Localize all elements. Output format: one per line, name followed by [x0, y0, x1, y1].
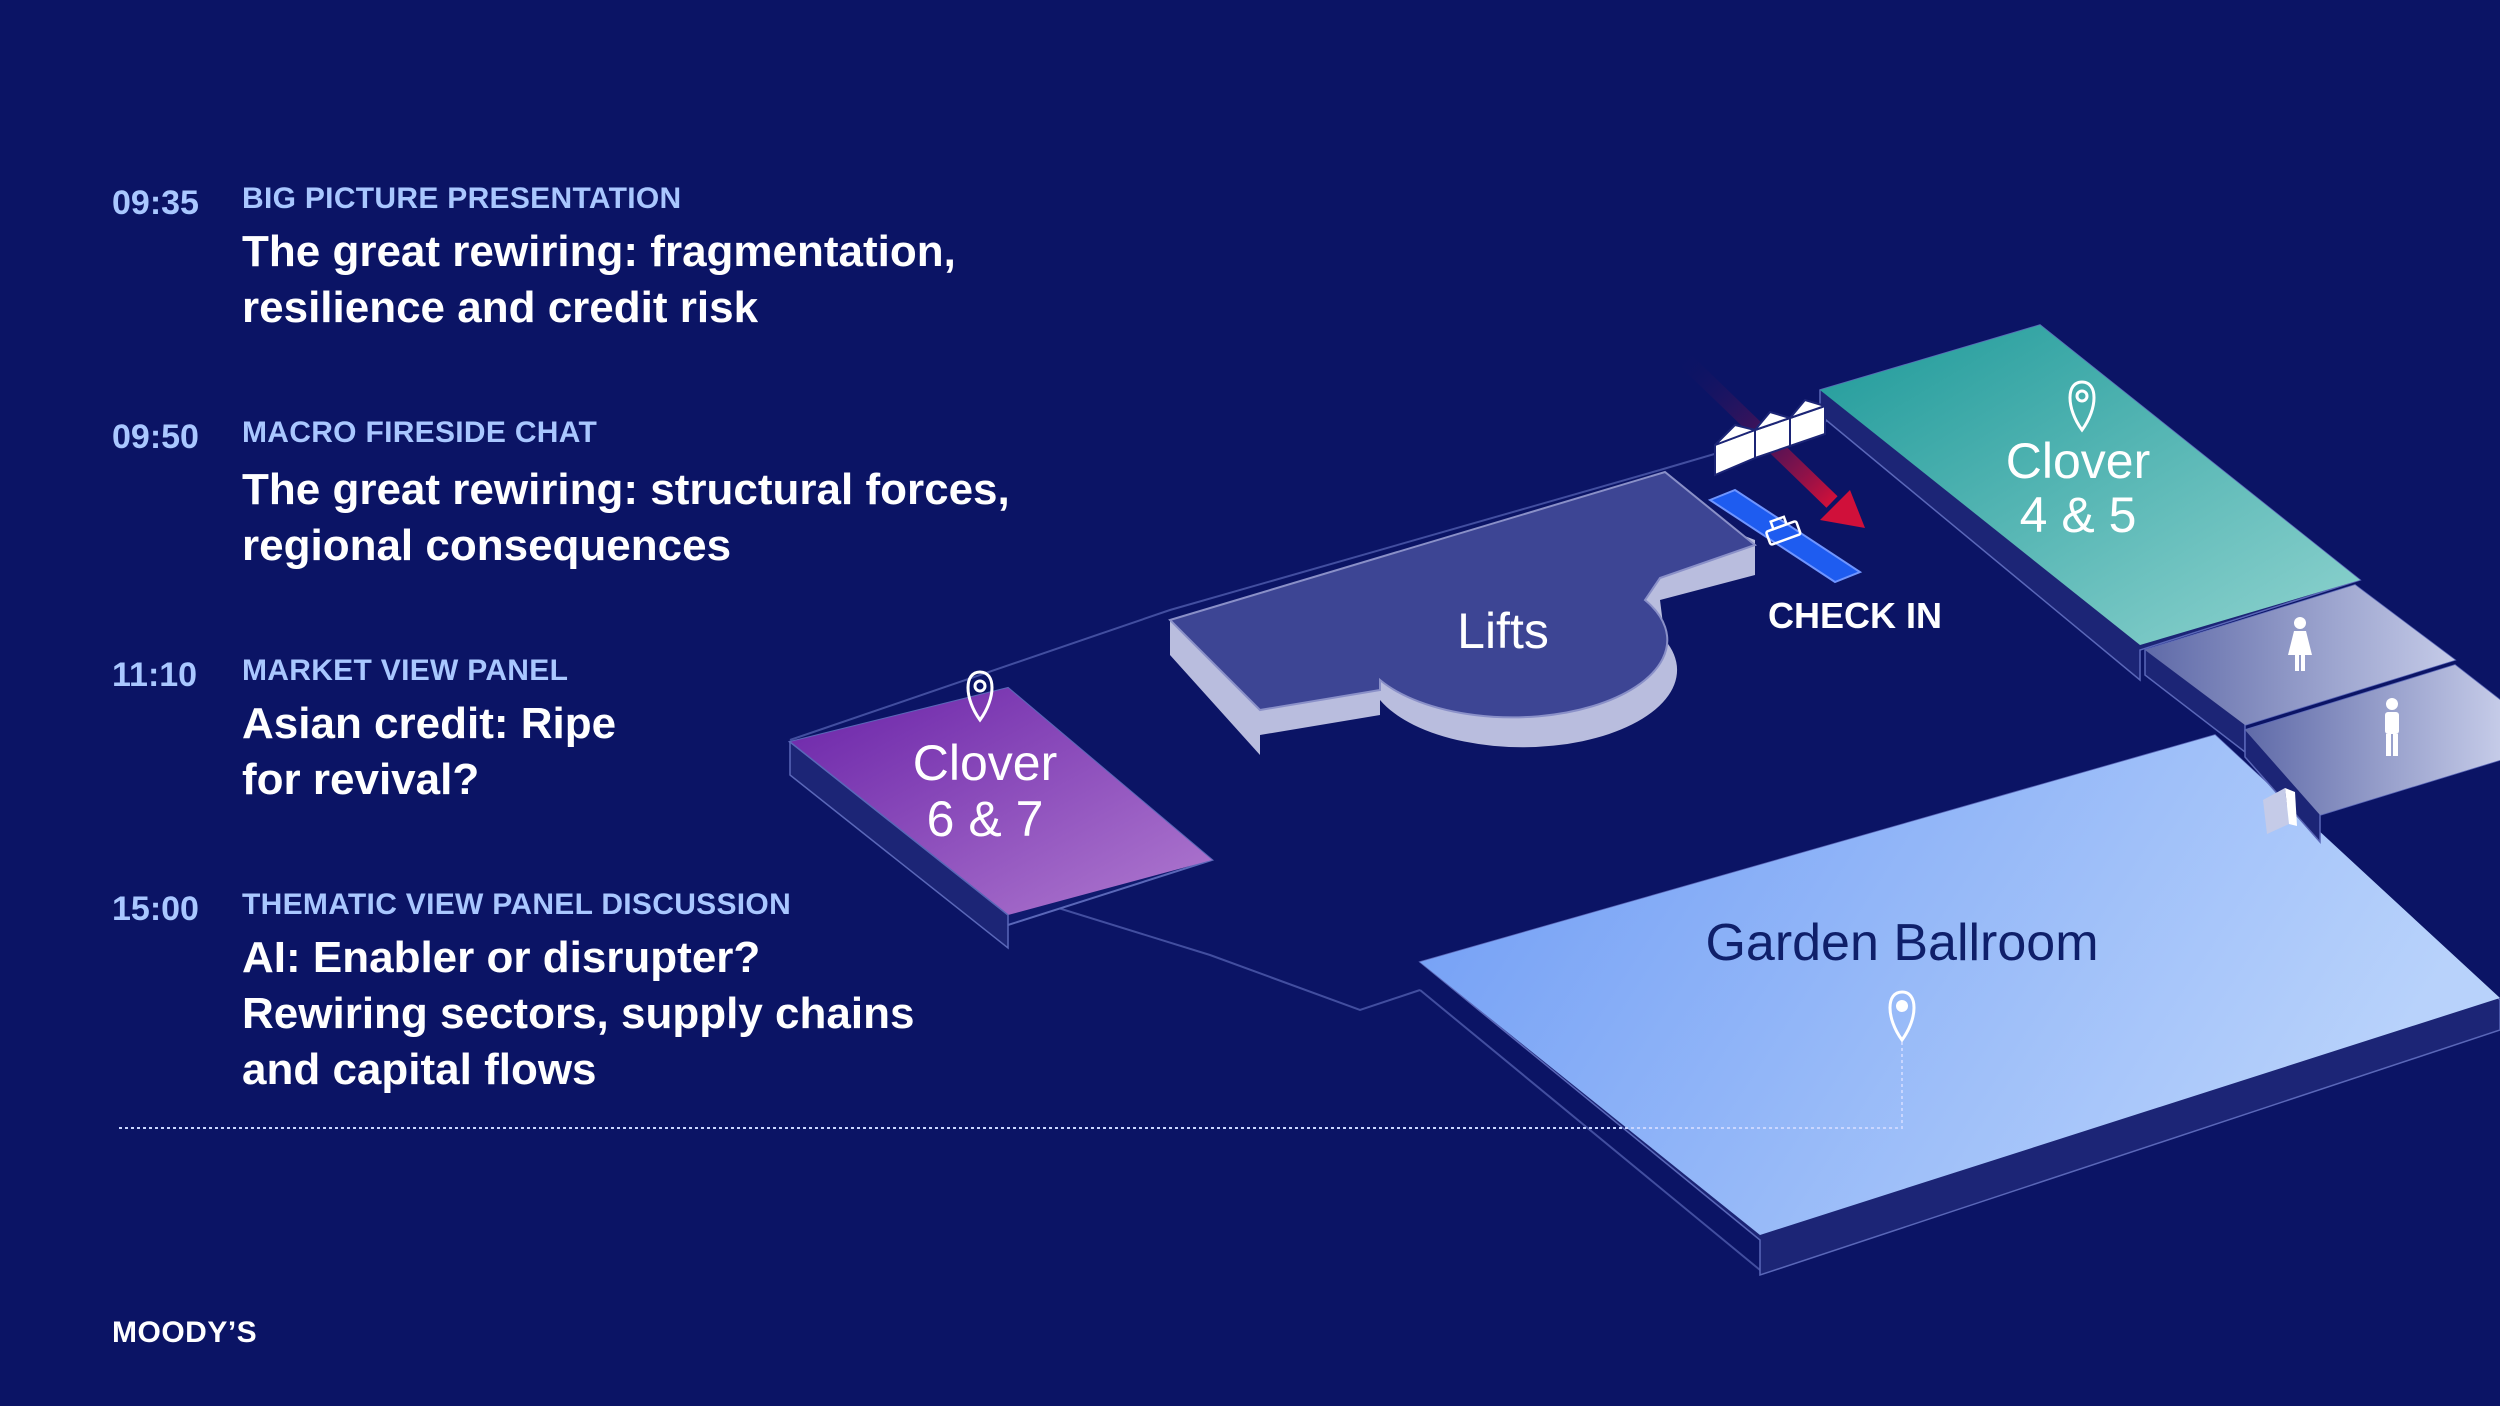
garden-ballroom-label: Garden Ballroom [1705, 914, 2098, 972]
accessible-restroom-icon [2263, 788, 2297, 834]
session-title-line: AI: Enabler or disrupter? [242, 933, 761, 982]
session-category: BIG PICTURE PRESENTATION [242, 182, 682, 215]
check-in-desk[interactable]: CHECK IN [1707, 488, 1942, 636]
room-clover-6-7[interactable]: Clover 6 & 7 [787, 670, 1215, 950]
session-title-line: for revival? [242, 755, 480, 804]
restroom-male[interactable] [2244, 664, 2500, 844]
session-title-line: and capital flows [242, 1045, 597, 1094]
session-time: 11:10 [112, 656, 198, 694]
session-time: 09:35 [112, 184, 199, 222]
session-title: Asian credit: Ripe for revival? [242, 696, 1192, 808]
location-pin-icon [966, 670, 994, 723]
ballroom-leader-line [118, 1042, 1903, 1129]
location-pin-icon [2068, 380, 2096, 433]
session-time: 15:00 [112, 890, 199, 928]
moodys-logo: MOODY’S [112, 1316, 258, 1349]
clover-4-5-label-line1: Clover [2006, 433, 2150, 489]
session-category: MACRO FIRESIDE CHAT [242, 416, 598, 449]
clover-6-7-label-line1: Clover [913, 735, 1057, 791]
restroom-female[interactable] [2144, 584, 2457, 754]
lifts-area: Lifts [1168, 470, 1758, 755]
female-restroom-icon [2288, 617, 2312, 671]
check-in-label: CHECK IN [1768, 595, 1942, 636]
session-title: AI: Enabler or disrupter? Rewiring secto… [242, 930, 1192, 1098]
male-restroom-icon [2385, 698, 2399, 756]
check-in-desk-icon [1765, 515, 1802, 546]
session-title: The great rewiring: structural forces, r… [242, 462, 1192, 574]
session-title-line: The great rewiring: fragmentation, [242, 227, 956, 276]
clover-4-5-label-line2: 4 & 5 [2020, 487, 2137, 543]
session-category: MARKET VIEW PANEL [242, 654, 569, 687]
session-title-line: The great rewiring: structural forces, [242, 465, 1010, 514]
session-title-line: Asian credit: Ripe [242, 699, 617, 748]
session-time: 09:50 [112, 418, 199, 456]
room-garden-ballroom[interactable]: Garden Ballroom [118, 734, 2500, 1277]
lifts-label: Lifts [1457, 603, 1549, 659]
session-title-line: resilience and credit risk [242, 283, 759, 332]
clover-6-7-label-line2: 6 & 7 [927, 791, 1044, 847]
session-title-line: regional consequences [242, 521, 732, 570]
session-category: THEMATIC VIEW PANEL DISCUSSION [242, 888, 792, 921]
session-title-line: Rewiring sectors, supply chains [242, 989, 915, 1038]
location-pin-icon [1888, 990, 1916, 1043]
session-title: The great rewiring: fragmentation, resil… [242, 224, 1192, 336]
entrance-doors [1714, 398, 1829, 477]
room-clover-4-5[interactable]: Clover 4 & 5 [1819, 324, 2362, 682]
